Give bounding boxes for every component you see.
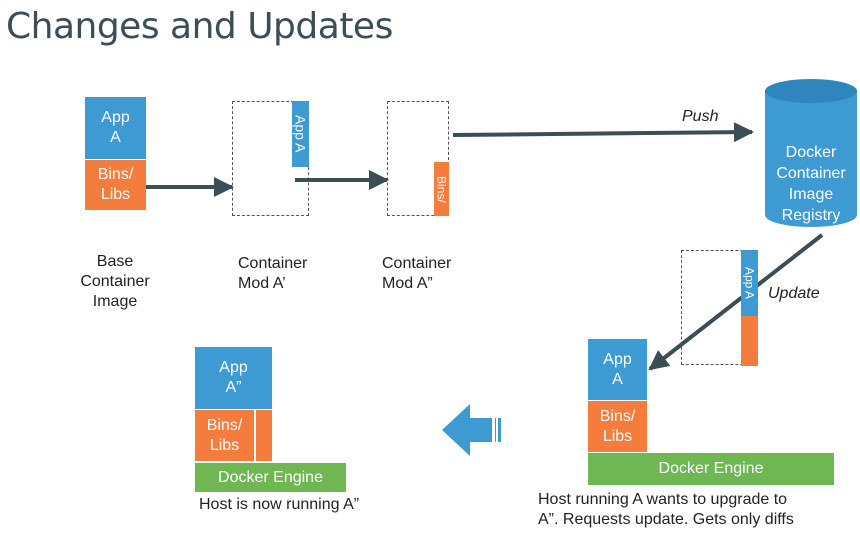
page-title: Changes and Updates xyxy=(6,6,393,47)
host-right-docker-engine: Docker Engine xyxy=(588,453,834,485)
mod-a1-app-layer: App A xyxy=(292,101,309,167)
mod-a1-label: Container Mod A’ xyxy=(238,255,308,292)
push-label: Push xyxy=(682,108,719,125)
left-block-arrow-icon xyxy=(442,404,501,456)
host-left-app-box: App A” xyxy=(195,347,272,409)
host-right-bins-box: Bins/ Libs xyxy=(588,401,647,452)
update-app-layer: App A xyxy=(741,250,758,316)
host-left-caption: Host is now running A” xyxy=(199,496,360,513)
base-app-box: App A xyxy=(85,97,146,159)
host-left-bins-box: Bins/ Libs xyxy=(195,410,254,461)
host-left-docker-engine: Docker Engine xyxy=(195,463,346,492)
mod-a2-bins-layer: Bins/ xyxy=(434,162,449,216)
host-left-bins-diff-layer xyxy=(256,410,272,461)
update-arrow xyxy=(648,233,824,371)
push-arrow xyxy=(452,122,754,143)
base-bins-box: Bins/ Libs xyxy=(85,160,146,210)
host-right-app-box: App A xyxy=(588,339,647,400)
host-right-caption: Host running A wants to upgrade to A”. R… xyxy=(538,491,794,528)
update-label: Update xyxy=(768,285,820,302)
registry-label: Docker Container Image Registry xyxy=(776,144,846,224)
mod-a2-label: Container Mod A” xyxy=(382,255,452,292)
registry-cylinder xyxy=(765,79,857,227)
mod-a2-container xyxy=(387,101,449,216)
update-bins-layer xyxy=(741,316,758,366)
base-image-label: Base Container Image xyxy=(80,253,150,310)
